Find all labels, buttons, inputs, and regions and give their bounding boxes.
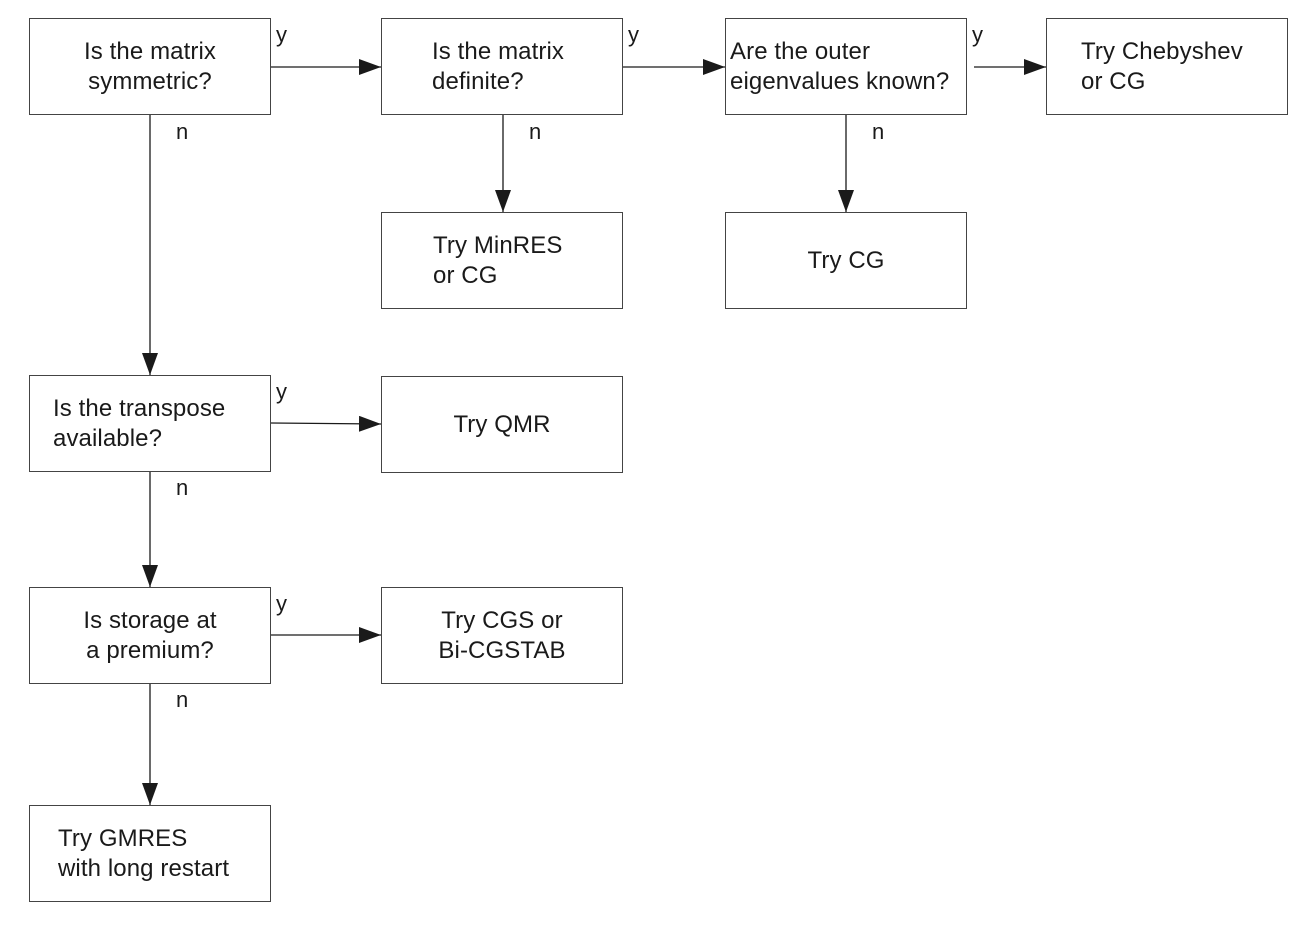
- node-try-gmres: Try GMRES with long restart: [29, 805, 271, 902]
- node-text-line: definite?: [432, 67, 524, 95]
- node-text-line: Are the outer: [730, 37, 871, 65]
- edge-label-yes: y: [972, 22, 983, 47]
- node-matrix-symmetric: Is the matrix symmetric?: [29, 18, 271, 115]
- node-text-line: Is the matrix: [432, 37, 564, 65]
- edge-label-no: n: [529, 119, 542, 144]
- node-try-chebyshev: Try Chebyshev or CG: [1046, 18, 1288, 115]
- edge-label-yes: y: [628, 22, 639, 47]
- node-text-line: Is the matrix: [84, 37, 216, 65]
- edge-label-yes: y: [276, 22, 287, 47]
- node-text-line: Try MinRES: [433, 231, 563, 259]
- edge-label-no: n: [176, 475, 189, 500]
- node-text-line: Is storage at: [83, 606, 217, 634]
- node-text-line: Try CG: [807, 246, 885, 274]
- node-outer-eigenvalues-known: Are the outer eigenvalues known?: [725, 18, 967, 115]
- node-try-cgs: Try CGS or Bi-CGSTAB: [381, 587, 623, 684]
- edge-label-yes: y: [276, 591, 287, 616]
- node-try-qmr: Try QMR: [381, 376, 623, 473]
- node-text-line: or CG: [433, 261, 498, 289]
- node-text-line: Try Chebyshev: [1081, 37, 1243, 65]
- node-text-line: Try GMRES: [58, 824, 188, 852]
- edge-label-no: n: [872, 119, 885, 144]
- node-try-cg: Try CG: [725, 212, 967, 309]
- node-text-line: or CG: [1081, 67, 1146, 95]
- node-storage-premium: Is storage at a premium?: [29, 587, 271, 684]
- node-text-line: Is the transpose: [53, 394, 226, 422]
- node-text-line: available?: [53, 424, 163, 452]
- node-text-line: a premium?: [86, 636, 214, 664]
- node-text-line: Bi-CGSTAB: [438, 636, 566, 664]
- edge-label-yes: y: [276, 379, 287, 404]
- node-transpose-available: Is the transpose available?: [29, 375, 271, 472]
- edge-label-no: n: [176, 687, 189, 712]
- node-matrix-definite: Is the matrix definite?: [381, 18, 623, 115]
- node-text-line: Try CGS or: [441, 606, 563, 634]
- node-try-minres: Try MinRES or CG: [381, 212, 623, 309]
- edge-label-no: n: [176, 119, 189, 144]
- node-text-line: eigenvalues known?: [730, 67, 950, 95]
- node-text-line: symmetric?: [88, 67, 212, 95]
- node-text-line: with long restart: [58, 854, 230, 882]
- arrow-transpose-to-qmr: [270, 415, 382, 432]
- node-text-line: Try QMR: [453, 410, 551, 438]
